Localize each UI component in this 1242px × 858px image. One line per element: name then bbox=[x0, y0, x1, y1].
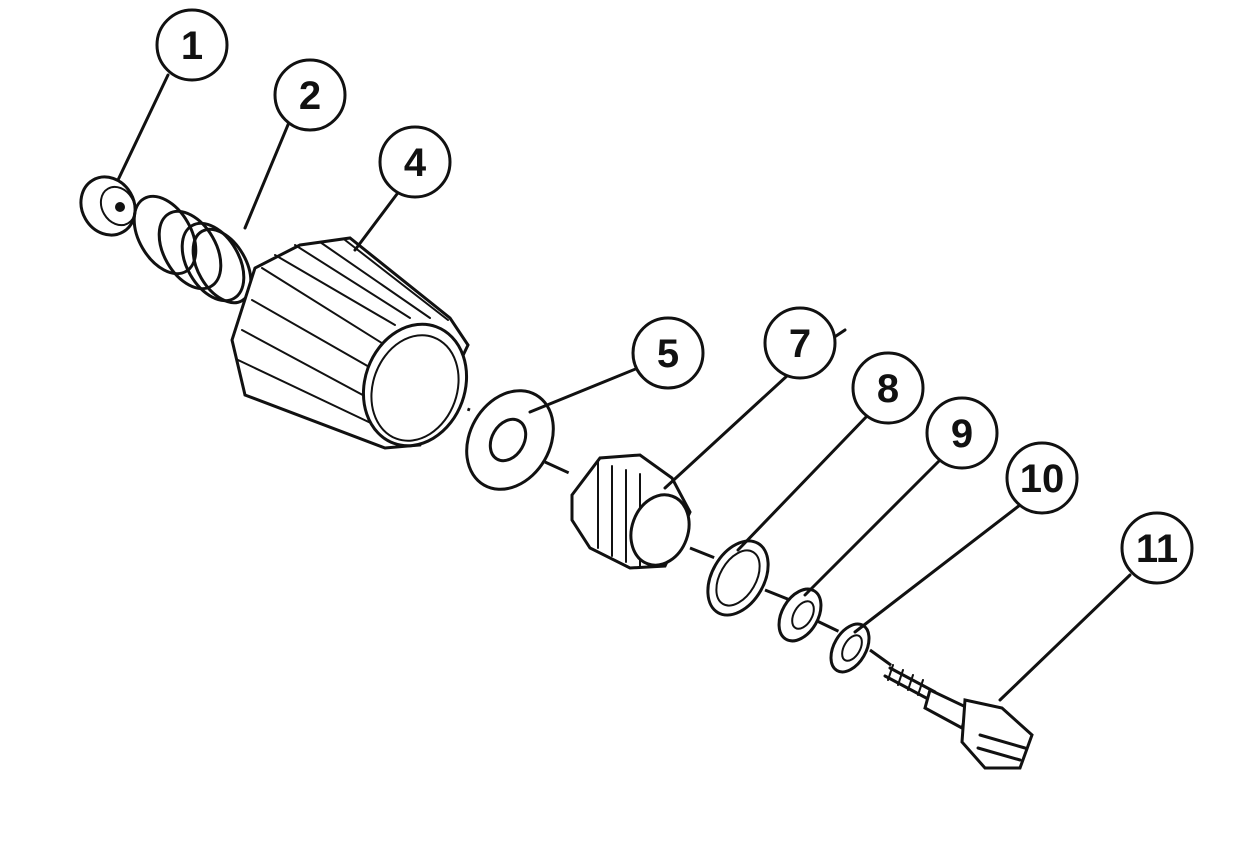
callout-5: 5 bbox=[631, 316, 705, 390]
callout-1: 1 bbox=[155, 8, 229, 82]
leader-lines bbox=[116, 73, 1132, 702]
callout-10: 10 bbox=[1005, 441, 1079, 515]
callout-9-label: 9 bbox=[951, 412, 973, 456]
callout-8: 8 bbox=[851, 351, 925, 425]
callout-8-label: 8 bbox=[877, 367, 899, 411]
callout-7-label: 7 bbox=[789, 322, 811, 366]
part-1-seat bbox=[79, 175, 137, 237]
callout-4-label: 4 bbox=[404, 141, 427, 185]
callout-2: 2 bbox=[273, 58, 347, 132]
callout-11-label: 11 bbox=[1136, 527, 1178, 571]
callout-5-label: 5 bbox=[657, 332, 679, 376]
callout-2-label: 2 bbox=[299, 74, 321, 118]
callout-4: 4 bbox=[378, 125, 452, 199]
part-4-knob bbox=[230, 236, 470, 450]
callout-10-label: 10 bbox=[1020, 457, 1065, 501]
part-10-washer bbox=[829, 622, 871, 674]
part-11-screw bbox=[883, 664, 1034, 770]
part-2-spring bbox=[132, 194, 253, 305]
part-5-washer bbox=[465, 389, 555, 491]
part-8-washer bbox=[706, 539, 770, 617]
callout-1-label: 1 bbox=[181, 24, 203, 68]
part-7-bushing bbox=[570, 453, 692, 570]
callout-7: 7 bbox=[763, 306, 837, 380]
callout-11: 11 bbox=[1120, 511, 1194, 585]
callout-9: 9 bbox=[925, 396, 999, 470]
part-9-o-ring bbox=[777, 587, 823, 643]
